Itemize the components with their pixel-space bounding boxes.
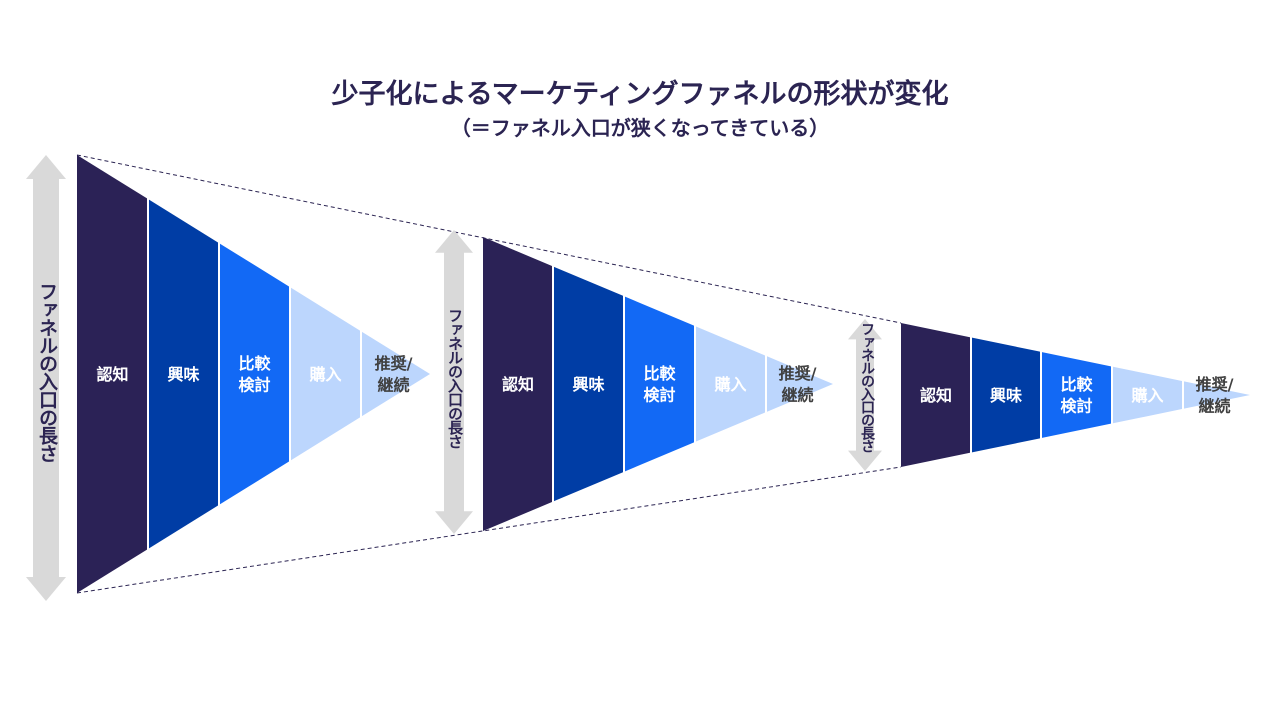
funnel-stage-2: [554, 266, 623, 502]
funnel-stage-5: [362, 331, 430, 417]
funnel-stage-1: [77, 155, 147, 593]
stage-label: 購入: [1130, 386, 1163, 405]
entrance-length-label-2: ファネルの入口の長さ: [446, 308, 464, 448]
funnel-stage-3: [625, 296, 694, 472]
stage-label: 認知: [96, 365, 128, 384]
stage-label: 検討: [643, 386, 675, 405]
stage-label: 推奨/: [375, 354, 413, 373]
stage-label: 興味: [167, 365, 199, 384]
stage-label: 認知: [502, 375, 534, 394]
funnel-stage-4: [696, 326, 765, 442]
stage-label: 興味: [572, 375, 604, 394]
double-arrow-icon: [435, 230, 473, 534]
double-arrow-icon: [26, 155, 66, 601]
diagram-title: 少子化によるマーケティングファネルの形状が変化: [331, 79, 949, 110]
stage-label: 推奨/: [779, 364, 817, 383]
funnel-stage-1: [483, 237, 552, 531]
entrance-length-label-1: ファネルの入口の長さ: [36, 282, 58, 462]
stage-label: 比較: [238, 354, 271, 373]
guide-line-top: [76, 154, 902, 324]
stage-label: 認知: [920, 386, 952, 405]
stage-label: 推奨/: [1196, 375, 1234, 394]
double-arrow-icon: [848, 319, 882, 471]
stage-label: 継続: [781, 386, 813, 405]
funnel-stage-5: [1184, 381, 1250, 409]
stage-label: 継続: [377, 376, 409, 395]
stage-label: 購入: [308, 365, 341, 384]
funnel-stage-4: [291, 287, 360, 461]
funnel-stage-1: [901, 323, 970, 467]
entrance-length-label-3: ファネルの入口の長さ: [859, 322, 875, 452]
funnel-stage-5: [767, 356, 833, 412]
stage-label: 購入: [713, 375, 746, 394]
stage-label: 比較: [1060, 375, 1093, 394]
funnel-stage-3: [1042, 352, 1111, 438]
diagram-subtitle: （＝ファネル入口が狭くなってきている）: [450, 116, 830, 140]
stage-label: 興味: [990, 386, 1022, 405]
stage-label: 検討: [238, 376, 270, 395]
stage-label: 比較: [643, 364, 676, 383]
funnel-stage-2: [972, 337, 1040, 453]
funnel-stage-3: [220, 243, 289, 505]
stage-label: 検討: [1060, 397, 1092, 416]
stage-label: 継続: [1198, 397, 1230, 416]
funnel-stage-4: [1113, 366, 1182, 424]
guide-line-bottom: [76, 466, 902, 594]
funnel-stage-2: [149, 199, 218, 549]
